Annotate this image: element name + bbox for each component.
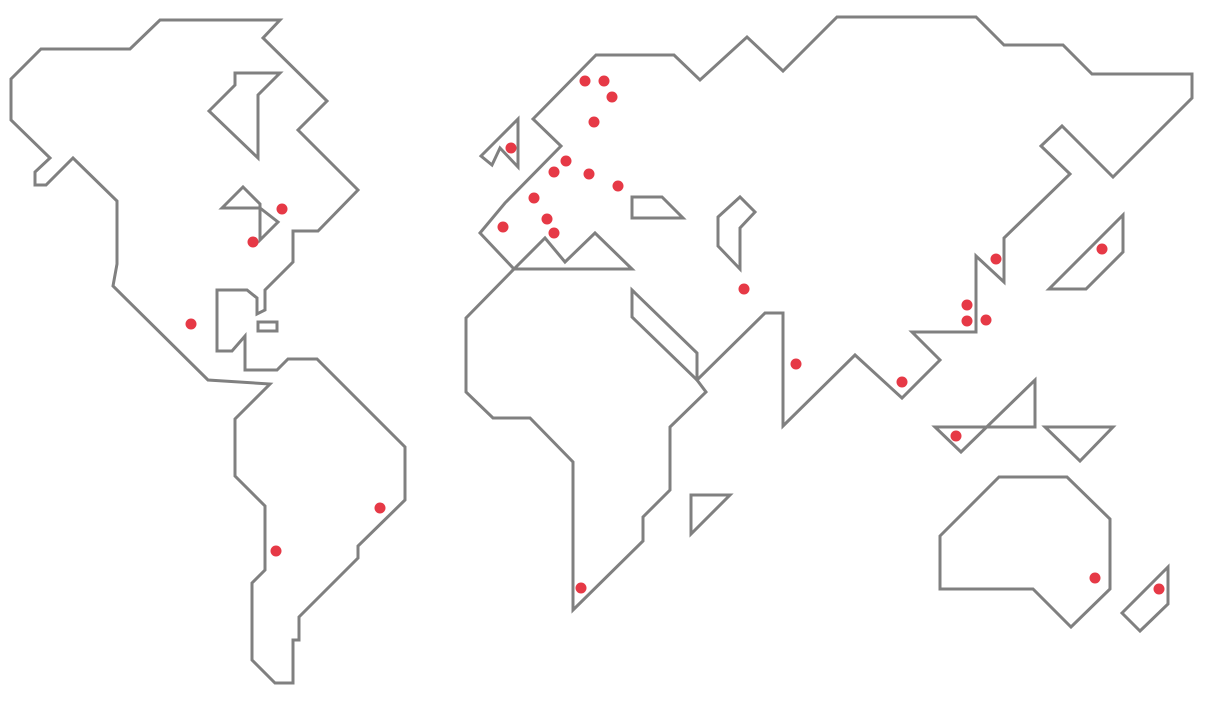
red-sea xyxy=(630,286,699,384)
location-marker[interactable] xyxy=(738,283,750,295)
caribbean-island xyxy=(256,320,279,333)
japan xyxy=(1045,211,1125,291)
location-marker[interactable] xyxy=(790,358,802,370)
location-marker[interactable] xyxy=(1096,243,1108,255)
location-marker[interactable] xyxy=(583,168,595,180)
location-marker[interactable] xyxy=(606,91,618,103)
location-marker[interactable] xyxy=(548,166,560,178)
location-marker[interactable] xyxy=(612,180,624,192)
location-marker[interactable] xyxy=(548,227,560,239)
location-marker[interactable] xyxy=(575,582,587,594)
british-isles xyxy=(478,115,520,171)
mediterranean-sea xyxy=(510,230,636,271)
location-marker[interactable] xyxy=(896,376,908,388)
location-marker[interactable] xyxy=(980,314,992,326)
location-marker[interactable] xyxy=(950,430,962,442)
location-marker[interactable] xyxy=(276,203,288,215)
landmasses xyxy=(9,15,1194,685)
persian-gulf xyxy=(716,194,758,273)
caspian-sea xyxy=(630,195,687,220)
australia xyxy=(938,475,1112,630)
location-marker[interactable] xyxy=(270,545,282,557)
north-south-america xyxy=(9,18,407,685)
location-marker[interactable] xyxy=(185,318,197,330)
location-marker[interactable] xyxy=(961,315,973,327)
great-lakes xyxy=(218,184,281,244)
madagascar xyxy=(689,493,734,538)
location-marker[interactable] xyxy=(528,192,540,204)
indonesia-east xyxy=(1041,425,1117,464)
location-marker[interactable] xyxy=(1153,583,1165,595)
location-marker[interactable] xyxy=(961,299,973,311)
location-marker[interactable] xyxy=(247,236,259,248)
location-marker[interactable] xyxy=(990,253,1002,265)
location-marker[interactable] xyxy=(374,502,386,514)
eurasia xyxy=(464,15,1194,614)
hudson-bay xyxy=(206,71,284,162)
location-marker[interactable] xyxy=(579,75,591,87)
location-marker[interactable] xyxy=(497,221,509,233)
location-marker[interactable] xyxy=(588,116,600,128)
location-markers xyxy=(185,75,1165,595)
new-zealand xyxy=(1119,563,1170,634)
location-marker[interactable] xyxy=(598,75,610,87)
location-marker[interactable] xyxy=(1089,572,1101,584)
location-marker[interactable] xyxy=(560,155,572,167)
indonesia-west xyxy=(931,376,1037,455)
location-marker[interactable] xyxy=(505,142,517,154)
location-marker[interactable] xyxy=(541,213,553,225)
